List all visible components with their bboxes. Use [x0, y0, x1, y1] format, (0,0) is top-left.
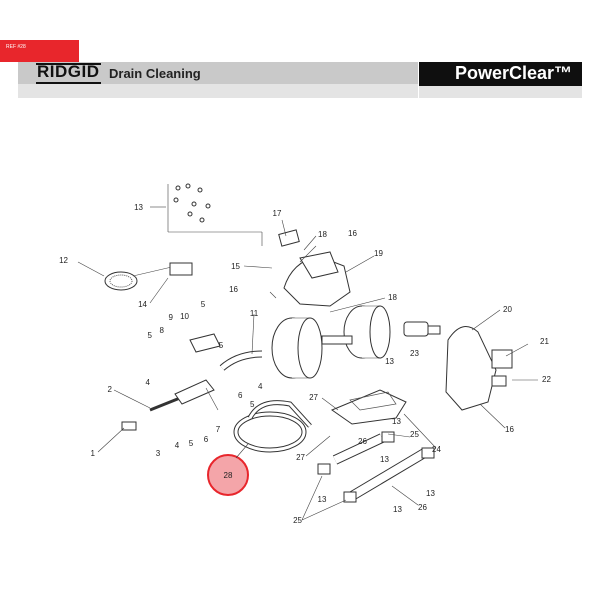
feed-assembly [121, 333, 263, 431]
svg-text:26: 26 [358, 437, 367, 446]
highlight-circle [207, 454, 249, 496]
svg-text:5: 5 [201, 300, 206, 309]
svg-text:4: 4 [146, 378, 151, 387]
svg-text:13: 13 [380, 455, 389, 464]
svg-text:13: 13 [393, 505, 402, 514]
drum-assembly [271, 305, 391, 379]
upper-housing [278, 229, 351, 307]
base-plate [330, 389, 407, 425]
product-bar-underline [419, 86, 582, 98]
svg-text:5: 5 [219, 341, 224, 350]
brush-part [104, 265, 177, 291]
svg-text:3: 3 [156, 449, 161, 458]
svg-text:14: 14 [138, 300, 147, 309]
svg-text:9: 9 [169, 313, 174, 322]
svg-text:2: 2 [108, 385, 113, 394]
svg-text:27: 27 [309, 393, 318, 402]
svg-text:20: 20 [503, 305, 512, 314]
svg-text:18: 18 [318, 230, 327, 239]
svg-text:17: 17 [273, 209, 282, 218]
svg-text:10: 10 [180, 312, 189, 321]
motor-housing [403, 321, 513, 411]
svg-text:6: 6 [204, 435, 209, 444]
callout-labels: 13 12 14 15 17 18 16 19 16 18 20 21 22 1… [59, 203, 551, 525]
svg-text:21: 21 [540, 337, 549, 346]
svg-text:4: 4 [258, 382, 263, 391]
screw-set [167, 183, 263, 246]
svg-text:12: 12 [59, 256, 68, 265]
ref-tag: REF #28 [0, 40, 79, 62]
svg-text:18: 18 [388, 293, 397, 302]
svg-text:16: 16 [505, 425, 514, 434]
svg-text:13: 13 [385, 357, 394, 366]
svg-text:13: 13 [134, 203, 143, 212]
svg-text:6: 6 [238, 391, 243, 400]
svg-text:7: 7 [216, 425, 221, 434]
header-bar-underline [18, 84, 418, 98]
brand-logo: RIDGID [36, 63, 101, 84]
highlighted-part-number: 28 [224, 471, 233, 480]
hose-part [233, 400, 312, 453]
svg-text:26: 26 [418, 503, 427, 512]
svg-text:27: 27 [296, 453, 305, 462]
svg-text:5: 5 [250, 400, 255, 409]
svg-text:1: 1 [91, 449, 96, 458]
section-title: Drain Cleaning [109, 66, 201, 81]
svg-text:13: 13 [318, 495, 327, 504]
svg-text:23: 23 [410, 349, 419, 358]
header-bar [18, 62, 418, 84]
svg-text:15: 15 [231, 262, 240, 271]
svg-text:4: 4 [175, 441, 180, 450]
svg-text:8: 8 [160, 326, 165, 335]
svg-text:5: 5 [189, 439, 194, 448]
svg-text:13: 13 [426, 489, 435, 498]
svg-text:19: 19 [374, 249, 383, 258]
svg-text:25: 25 [410, 430, 419, 439]
svg-text:16: 16 [348, 229, 357, 238]
svg-text:24: 24 [432, 445, 441, 454]
battery-pack [169, 262, 193, 276]
svg-text:13: 13 [392, 417, 401, 426]
svg-text:25: 25 [293, 516, 302, 525]
product-title: PowerClear™ [419, 62, 582, 86]
svg-text:16: 16 [229, 285, 238, 294]
svg-text:11: 11 [250, 309, 259, 318]
svg-text:22: 22 [542, 375, 551, 384]
leader-lines [77, 206, 538, 521]
switch-part [491, 349, 513, 369]
leg-tubes [317, 431, 435, 503]
svg-text:5: 5 [148, 331, 153, 340]
